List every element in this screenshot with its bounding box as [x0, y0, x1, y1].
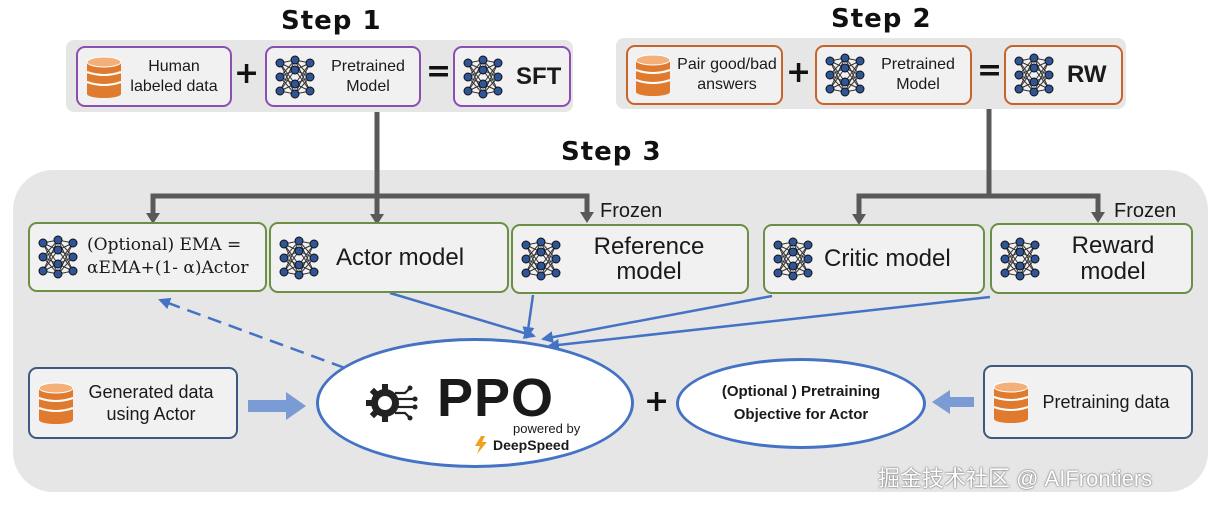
- neural-network-icon: [825, 53, 865, 97]
- sft-label: SFT: [516, 62, 562, 90]
- step2-pretrained-model-box: Pretrained Model: [815, 45, 972, 105]
- critic-model-box: Critic model: [763, 224, 985, 294]
- neural-network-icon: [1000, 237, 1040, 280]
- powered-by-label: powered by: [513, 421, 581, 436]
- step1-pretrained-model-label: Pretrained Model: [331, 57, 405, 95]
- neural-network-icon: [463, 55, 503, 98]
- pretraining-data-box: Pretraining data: [983, 365, 1193, 439]
- rw-label: RW: [1067, 61, 1107, 88]
- ema-box: (Optional) EMA = αEMA+(1- α)Actor: [28, 222, 267, 292]
- database-icon: [993, 381, 1029, 423]
- neural-network-icon: [773, 237, 813, 281]
- gear-circuit-icon: [366, 384, 418, 422]
- neural-network-icon: [38, 235, 78, 279]
- actor-model-label: Actor model: [336, 243, 465, 271]
- step1-equals: =: [426, 54, 452, 89]
- step1-title: Step 1: [281, 6, 382, 36]
- step2-pretrained-model-label: Pretrained Model: [881, 56, 955, 93]
- pretraining-data-label: Pretraining data: [1042, 391, 1170, 412]
- step2-title: Step 2: [831, 4, 932, 34]
- reference-model-label: Reference model: [593, 232, 705, 285]
- neural-network-icon: [521, 237, 561, 281]
- step1-plus: +: [234, 56, 260, 91]
- ppo-ellipse: PPO powered by DeepSpeed: [316, 338, 634, 468]
- reference-model-box: Reference model: [511, 224, 749, 294]
- database-icon: [635, 54, 671, 96]
- pretraining-objective-ellipse: (Optional ) Pretraining Objective for Ac…: [676, 358, 926, 449]
- critic-model-label: Critic model: [824, 245, 951, 272]
- reward-model-label: Reward model: [1071, 232, 1155, 285]
- step2-plus: +: [786, 55, 812, 90]
- step1-pretrained-model-box: Pretrained Model: [265, 46, 421, 107]
- rw-box: RW: [1004, 45, 1123, 105]
- actor-model-box: Actor model: [269, 222, 509, 293]
- step2-equals: =: [977, 53, 1003, 88]
- ema-line2: αEMA+(1- α)Actor: [87, 258, 249, 278]
- sft-box: SFT: [453, 46, 571, 107]
- frozen-label-left: Frozen: [600, 200, 663, 222]
- step3-plus: +: [644, 384, 670, 419]
- neural-network-icon: [275, 55, 315, 98]
- neural-network-icon: [279, 236, 319, 279]
- generated-data-label: Generated data using Actor: [88, 381, 214, 425]
- pair-answers-box: Pair good/bad answers: [626, 45, 783, 105]
- database-icon: [38, 382, 74, 424]
- ppo-label: PPO: [437, 368, 555, 428]
- deepspeed-logo: [475, 436, 487, 454]
- pretraining-objective-label: (Optional ) Pretraining Objective for Ac…: [721, 383, 881, 423]
- frozen-label-right: Frozen: [1114, 200, 1177, 222]
- neural-network-icon: [1014, 53, 1054, 97]
- step3-title: Step 3: [561, 137, 662, 167]
- reward-model-box: Reward model: [990, 223, 1193, 294]
- generated-data-box: Generated data using Actor: [28, 367, 238, 439]
- database-icon: [86, 56, 122, 98]
- ema-line1: (Optional) EMA =: [87, 235, 242, 256]
- deepspeed-label: DeepSpeed: [493, 437, 570, 453]
- human-labeled-data-box: Human labeled data: [76, 46, 232, 107]
- human-labeled-data-label: Human labeled data: [130, 57, 218, 95]
- pair-answers-label: Pair good/bad answers: [677, 56, 777, 93]
- watermark: 掘金技术社区 @ AIFrontiers: [878, 466, 1153, 491]
